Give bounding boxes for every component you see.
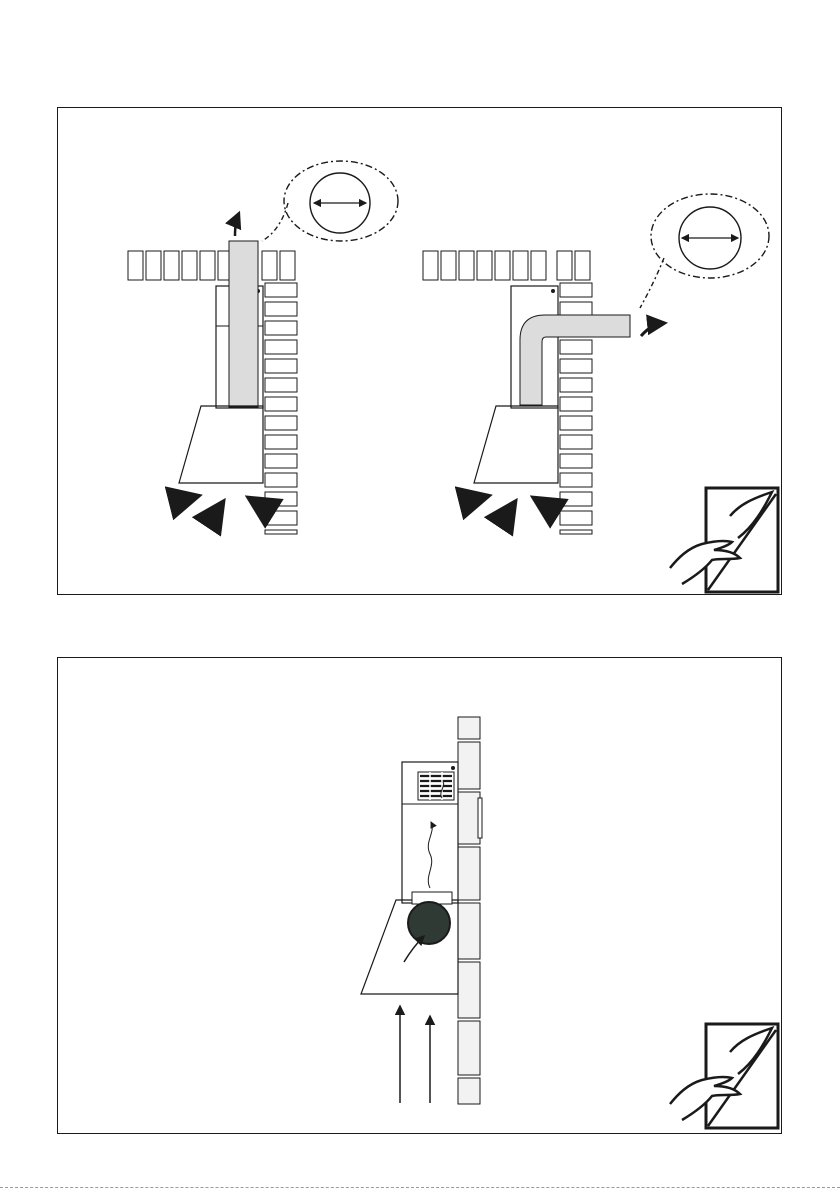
ducted-installation-panel: [57, 107, 782, 595]
wall-column: [458, 717, 480, 1104]
duct-diameter-callout-icon: [640, 194, 769, 308]
intake-airflow-arrows: [468, 496, 550, 522]
vertical-duct: [229, 241, 258, 407]
recirculation-installation-diagram: [58, 658, 783, 1135]
hood-canopy: [179, 406, 263, 483]
see-instruction-manual-icon: [670, 1024, 778, 1128]
intake-airflow-arrows: [400, 1006, 430, 1103]
intake-airflow-arrows: [178, 496, 265, 522]
vertical-duct-installation: [128, 161, 398, 534]
ceiling-bricks-left: [128, 251, 295, 280]
air-outlet-grille: [418, 772, 454, 800]
airflow-arrow-icon: [641, 323, 665, 336]
airflow-arrow-icon: [428, 822, 432, 888]
duct-diameter-callout-icon: [262, 161, 398, 241]
recirculation-installation-panel: [57, 657, 782, 1134]
ceiling-bricks-right: [423, 251, 590, 280]
airflow-arrow-icon: [235, 213, 239, 236]
hood-canopy: [474, 406, 558, 483]
horizontal-duct-installation: [423, 194, 769, 534]
page-bottom-rule: [0, 1187, 840, 1188]
wall-bricks-left: [265, 283, 297, 534]
see-instruction-manual-icon: [670, 488, 778, 592]
ducted-installation-diagram: [58, 108, 783, 596]
